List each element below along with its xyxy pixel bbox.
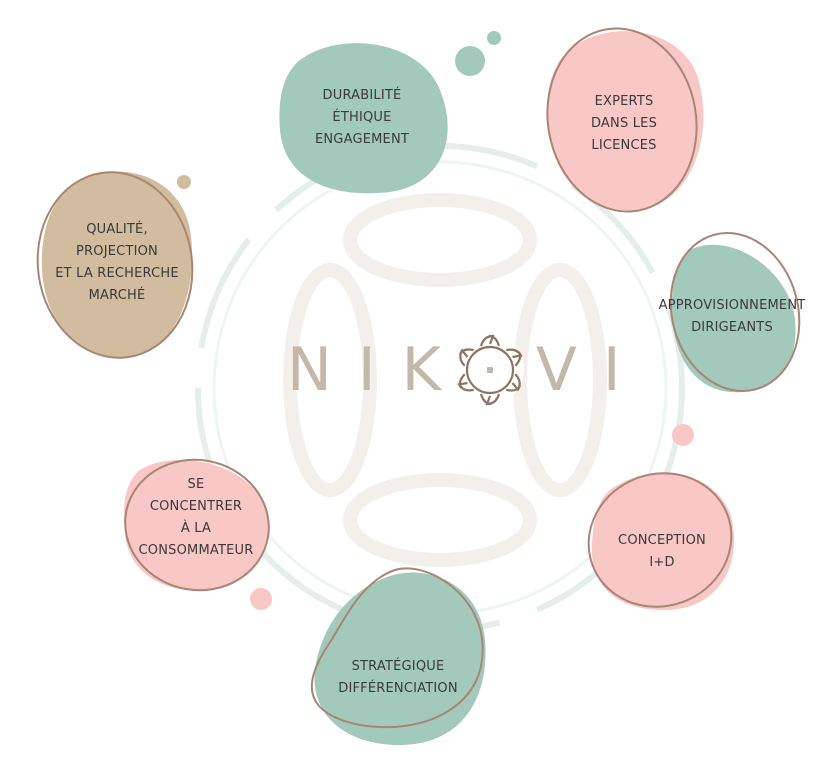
logo-mark-icon	[454, 334, 526, 406]
label-line: QUALITÉ,	[86, 222, 148, 237]
label-line: I+D	[649, 555, 675, 570]
label-line: SE	[187, 477, 205, 492]
node-label-qualite: QUALITÉ, PROJECTION ET LA RECHERCHE MARC…	[55, 219, 179, 307]
node-label-experts: EXPERTS DANS LES LICENCES	[591, 91, 657, 157]
label-line: ÉTHIQUE	[332, 110, 392, 125]
label-line: MARCHÉ	[88, 288, 146, 303]
blob-durabilite	[279, 43, 448, 194]
label-line: DURABILITÉ	[322, 88, 402, 103]
label-line: LICENCES	[591, 138, 657, 153]
decor-dot	[250, 588, 272, 610]
label-line: CONSOMMATEUR	[138, 543, 254, 558]
label-line: APPROVISIONNEMENT	[658, 298, 806, 313]
blob-qualite	[36, 171, 194, 359]
decor-dot	[177, 175, 191, 189]
label-line: EXPERTS	[594, 94, 654, 109]
label-line: DANS LES	[590, 116, 658, 131]
label-line: À LA	[180, 521, 212, 536]
decor-dot	[455, 46, 485, 76]
blob-consommateur	[123, 458, 270, 592]
label-line: ET LA RECHERCHE	[55, 266, 179, 281]
blob-experts	[546, 27, 704, 213]
decor-dot	[672, 424, 694, 446]
label-line: STRATÉGIQUE	[351, 659, 445, 674]
label-line: DIRIGEANTS	[691, 320, 773, 335]
node-label-strategique: STRATÉGIQUE DIFFÉRENCIATION	[338, 656, 458, 700]
label-line: DIFFÉRENCIATION	[338, 681, 458, 696]
blob-strategique	[310, 567, 486, 745]
label-line: PROJECTION	[76, 244, 158, 259]
node-label-approvisionnement: APPROVISIONNEMENT DIRIGEANTS	[659, 295, 806, 339]
label-line: ENGAGEMENT	[314, 132, 410, 147]
label-line: CONCEPTION	[618, 533, 706, 548]
node-label-consommateur: SE CONCENTRER À LA CONSOMMATEUR	[139, 474, 254, 562]
blob-conception	[587, 472, 735, 610]
node-label-conception: CONCEPTION I+D	[618, 530, 706, 574]
blob-approvisionnement	[669, 232, 801, 393]
label-line: CONCENTRER	[149, 499, 243, 514]
node-label-durabilite: DURABILITÉ ÉTHIQUE ENGAGEMENT	[315, 85, 409, 151]
decor-dot	[487, 31, 501, 45]
brand-logo-text: NIKOVI	[287, 335, 647, 405]
